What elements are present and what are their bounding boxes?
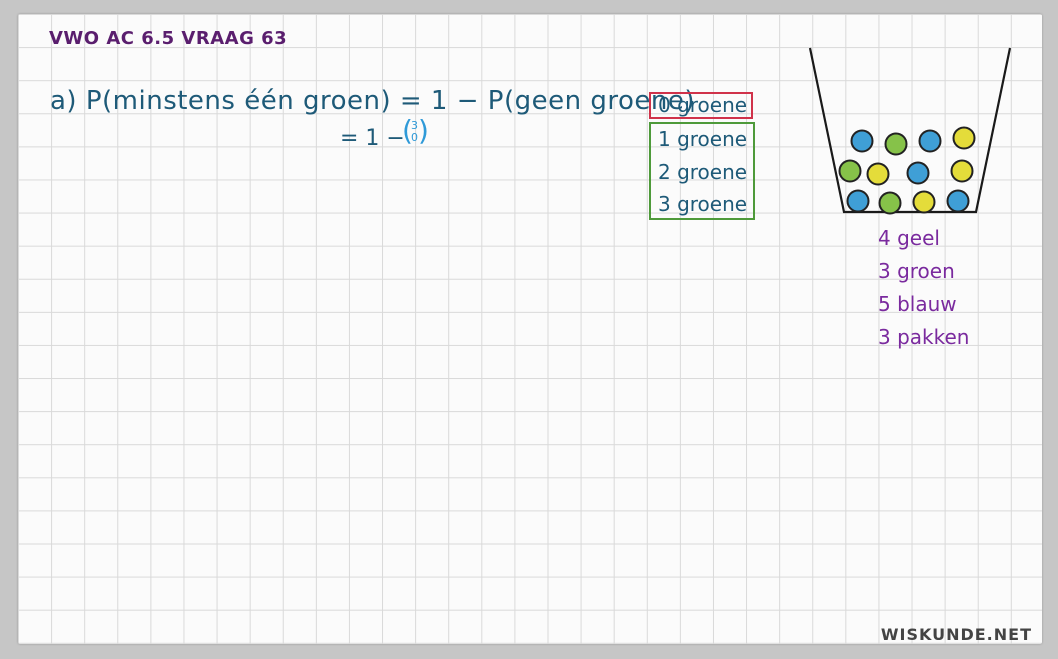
green-marble: [878, 191, 902, 215]
legend-yellow: 4 geel: [878, 226, 940, 250]
equation-continuation: = 1 −: [340, 126, 405, 151]
exercise-title: VWO AC 6.5 VRAAG 63: [49, 28, 288, 49]
legend-green: 3 groen: [878, 259, 955, 283]
yellow-marble: [912, 190, 936, 214]
blue-marble: [906, 161, 930, 185]
case-three-green: 3 groene: [658, 192, 748, 216]
zero-green-box: [649, 92, 753, 119]
case-zero-green: 0 groene: [658, 93, 748, 117]
grid-board: VWO AC 6.5 VRAAG 63 a) P(minstens één gr…: [18, 14, 1042, 644]
binomial-top: 3: [411, 119, 418, 132]
right-paren: ): [418, 114, 429, 147]
case-one-green: 1 groene: [658, 127, 748, 151]
blue-marble: [918, 129, 942, 153]
green-marble: [884, 132, 908, 156]
binomial-bottom: 0: [411, 131, 418, 144]
yellow-marble: [950, 159, 974, 183]
legend-draws: 3 pakken: [878, 325, 970, 349]
blue-marble: [846, 189, 870, 213]
binomial-coefficient: ( 3 0 ): [402, 114, 429, 152]
left-paren: (: [402, 114, 413, 147]
bowl-outline: [808, 47, 1012, 214]
case-two-green: 2 groene: [658, 160, 748, 184]
probability-equation: a) P(minstens één groen) = 1 − P(geen gr…: [50, 86, 695, 116]
at-least-one-green-box: [649, 122, 755, 220]
yellow-marble: [952, 126, 976, 150]
legend-blue: 5 blauw: [878, 292, 957, 316]
yellow-marble: [866, 162, 890, 186]
watermark-logo: WISKUNDE.NET: [880, 625, 1032, 644]
blue-marble: [850, 129, 874, 153]
bowl-with-marbles: [808, 47, 1012, 215]
green-marble: [838, 159, 862, 183]
blue-marble: [946, 189, 970, 213]
marbles: [838, 126, 976, 215]
